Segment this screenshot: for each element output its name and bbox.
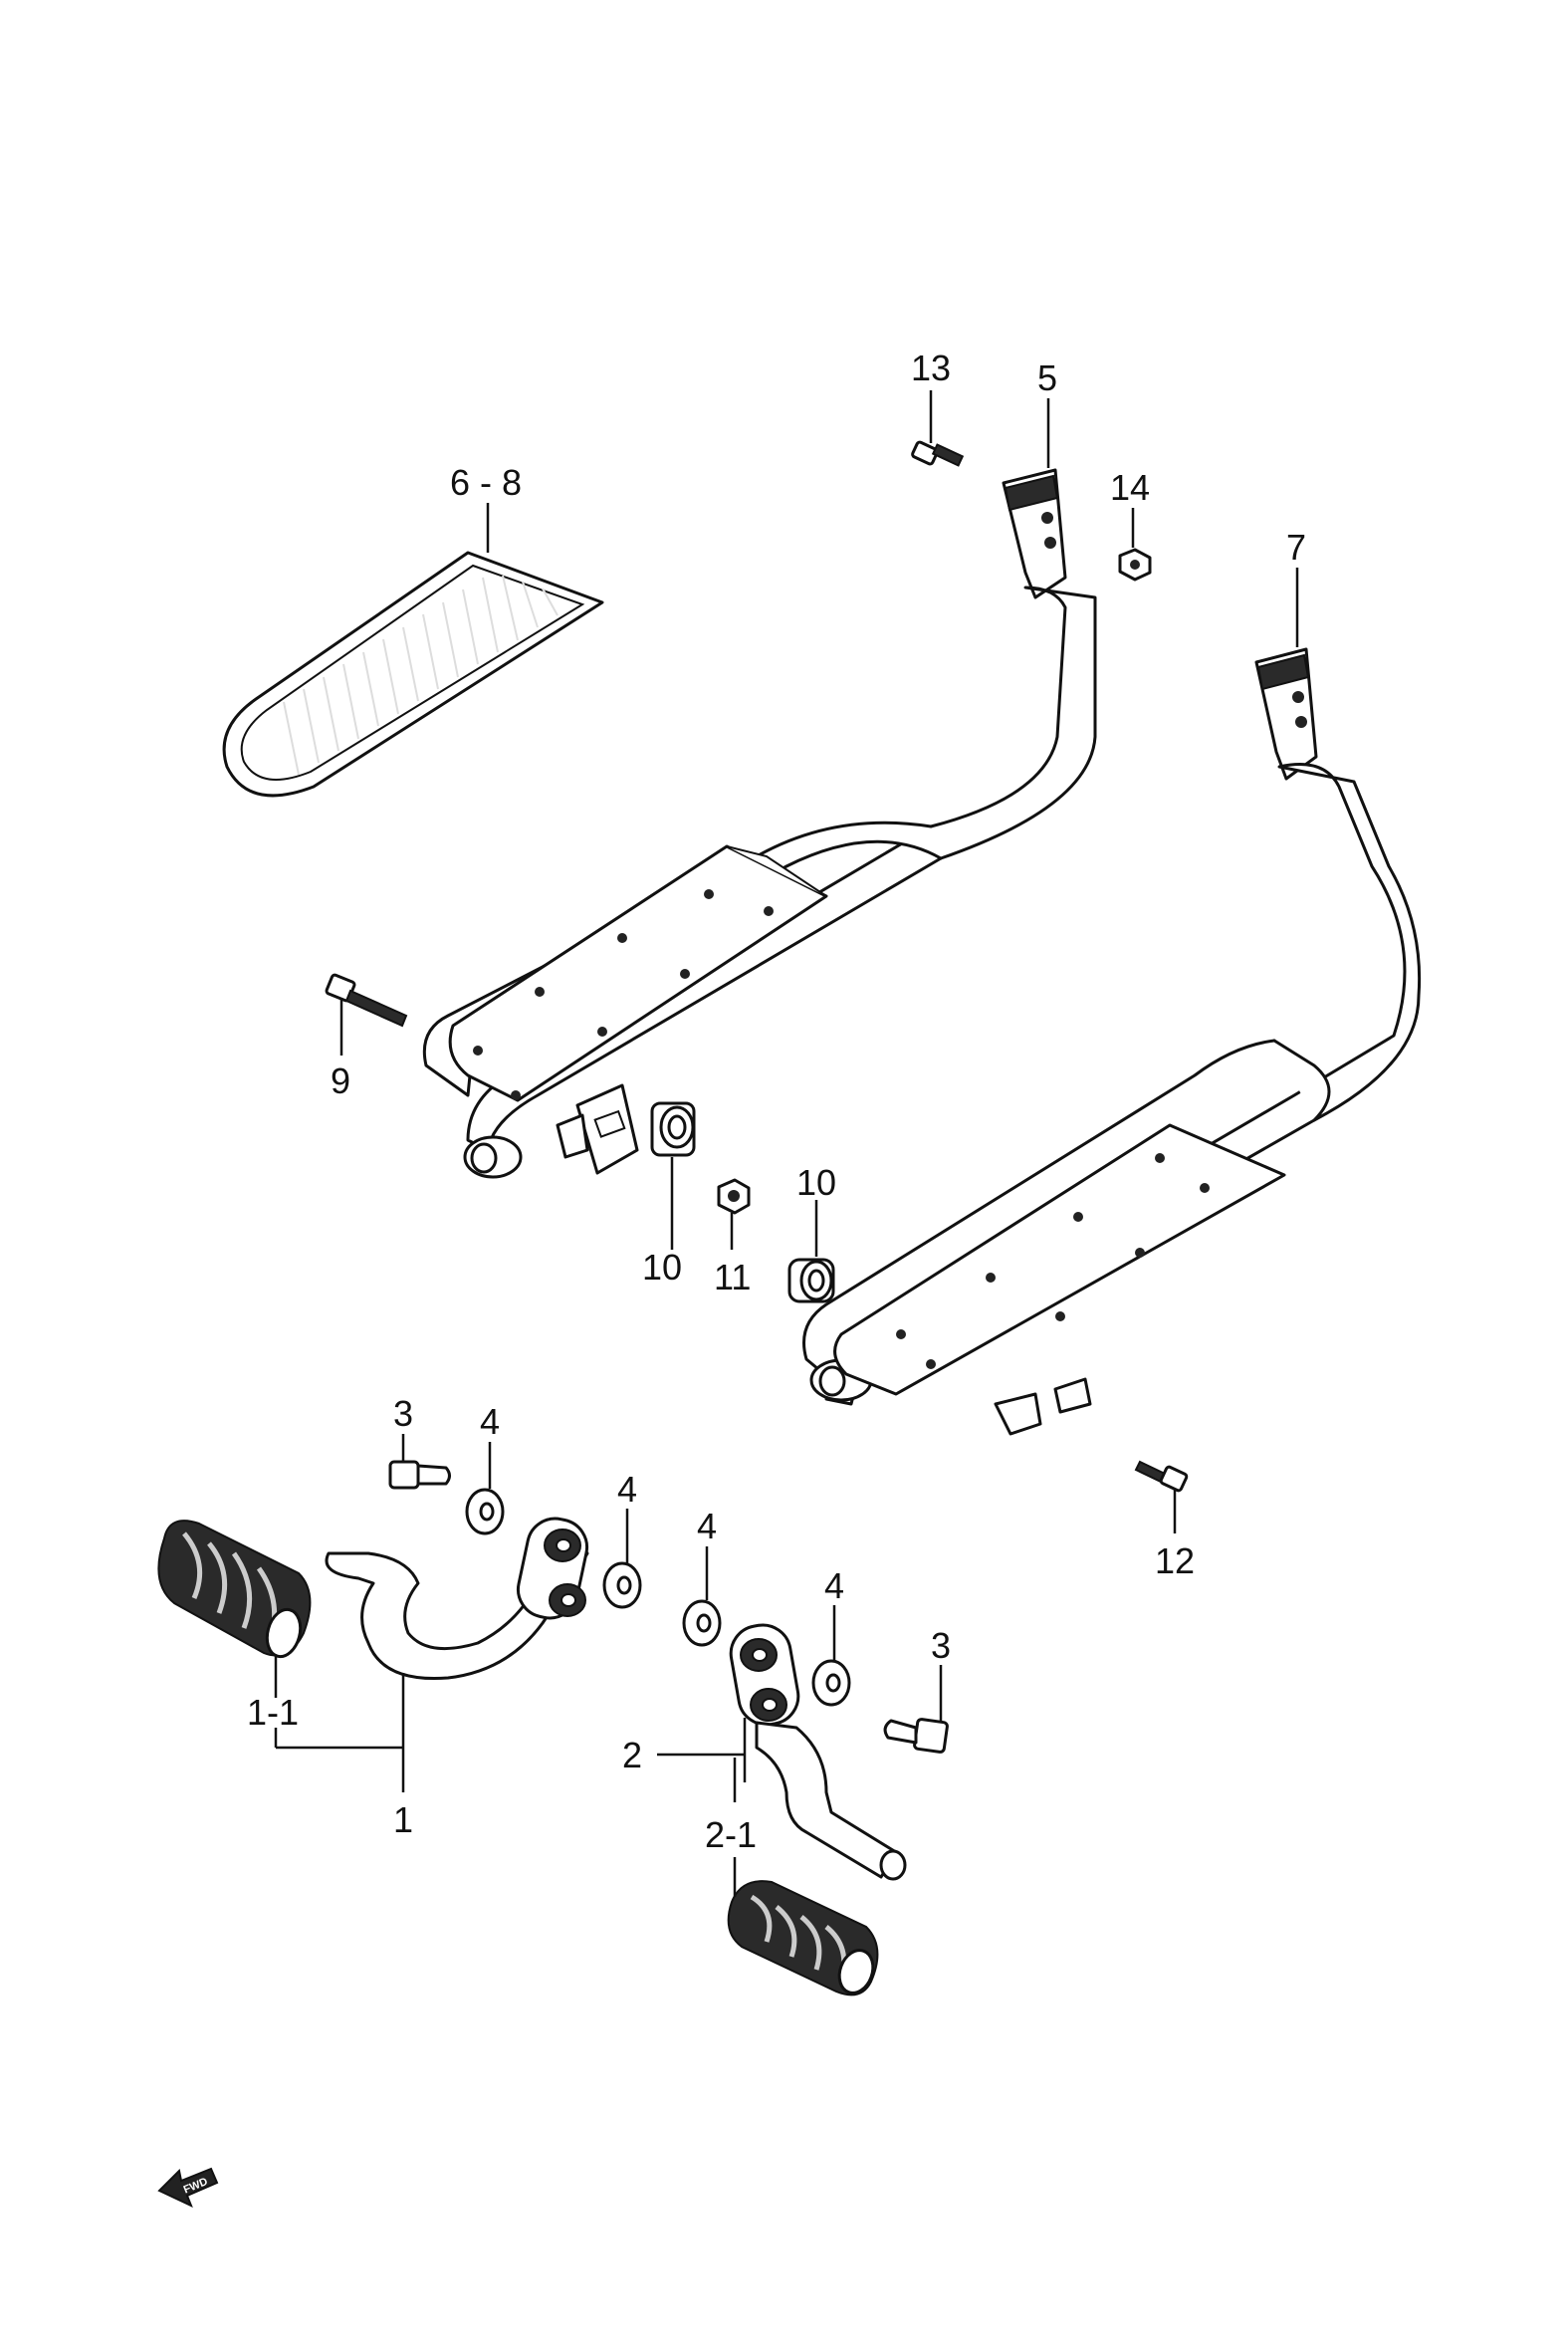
callout-2: 2 xyxy=(622,1735,642,1775)
callout-3a: 3 xyxy=(393,1393,413,1434)
footpeg-left xyxy=(325,1517,589,1681)
callout-4d: 4 xyxy=(824,1565,844,1606)
spacer-10b xyxy=(787,1258,835,1303)
washer-4d xyxy=(811,1659,851,1707)
spacer-10a xyxy=(650,1101,696,1157)
floorboard-left xyxy=(422,468,1097,1179)
washer-4b xyxy=(602,1561,642,1609)
footpeg-rubber-1-1 xyxy=(157,1520,312,1659)
callout-3b: 3 xyxy=(931,1625,951,1666)
nut-11 xyxy=(717,1178,751,1215)
callout-4a: 4 xyxy=(480,1401,500,1442)
bolt-3a xyxy=(388,1460,451,1490)
washer-4c xyxy=(682,1599,722,1647)
leader-lines xyxy=(274,390,1299,1897)
callouts: 13 5 14 7 6 - 8 9 10 11 10 3 4 4 4 4 3 1… xyxy=(247,348,1306,1855)
callout-13: 13 xyxy=(911,348,951,388)
callout-2-1: 2-1 xyxy=(705,1814,757,1855)
callout-10a: 10 xyxy=(642,1247,682,1288)
callout-10b: 10 xyxy=(796,1162,836,1203)
bolt-9 xyxy=(325,973,408,1028)
bolt-3b xyxy=(883,1718,949,1754)
callout-14: 14 xyxy=(1110,467,1150,508)
callout-4b: 4 xyxy=(617,1469,637,1510)
callout-1-1: 1-1 xyxy=(247,1692,299,1733)
floorboard-right xyxy=(802,647,1422,1436)
callout-5: 5 xyxy=(1037,357,1057,398)
washer-4a xyxy=(465,1488,505,1535)
bolt-13 xyxy=(911,440,965,467)
bolt-12 xyxy=(1134,1460,1189,1493)
fwd-arrow-icon: FWD xyxy=(157,2167,219,2208)
nut-14 xyxy=(1118,548,1152,582)
footpeg-right xyxy=(729,1623,907,1881)
callout-7: 7 xyxy=(1286,527,1306,568)
callout-4c: 4 xyxy=(697,1506,717,1546)
callout-9: 9 xyxy=(331,1060,350,1101)
callout-6-8: 6 - 8 xyxy=(450,462,522,503)
floorboard-mat xyxy=(222,551,604,798)
footpeg-rubber-2-1 xyxy=(727,1880,879,1997)
callout-1: 1 xyxy=(393,1799,413,1840)
callout-12: 12 xyxy=(1155,1540,1195,1581)
callout-11: 11 xyxy=(714,1257,751,1297)
